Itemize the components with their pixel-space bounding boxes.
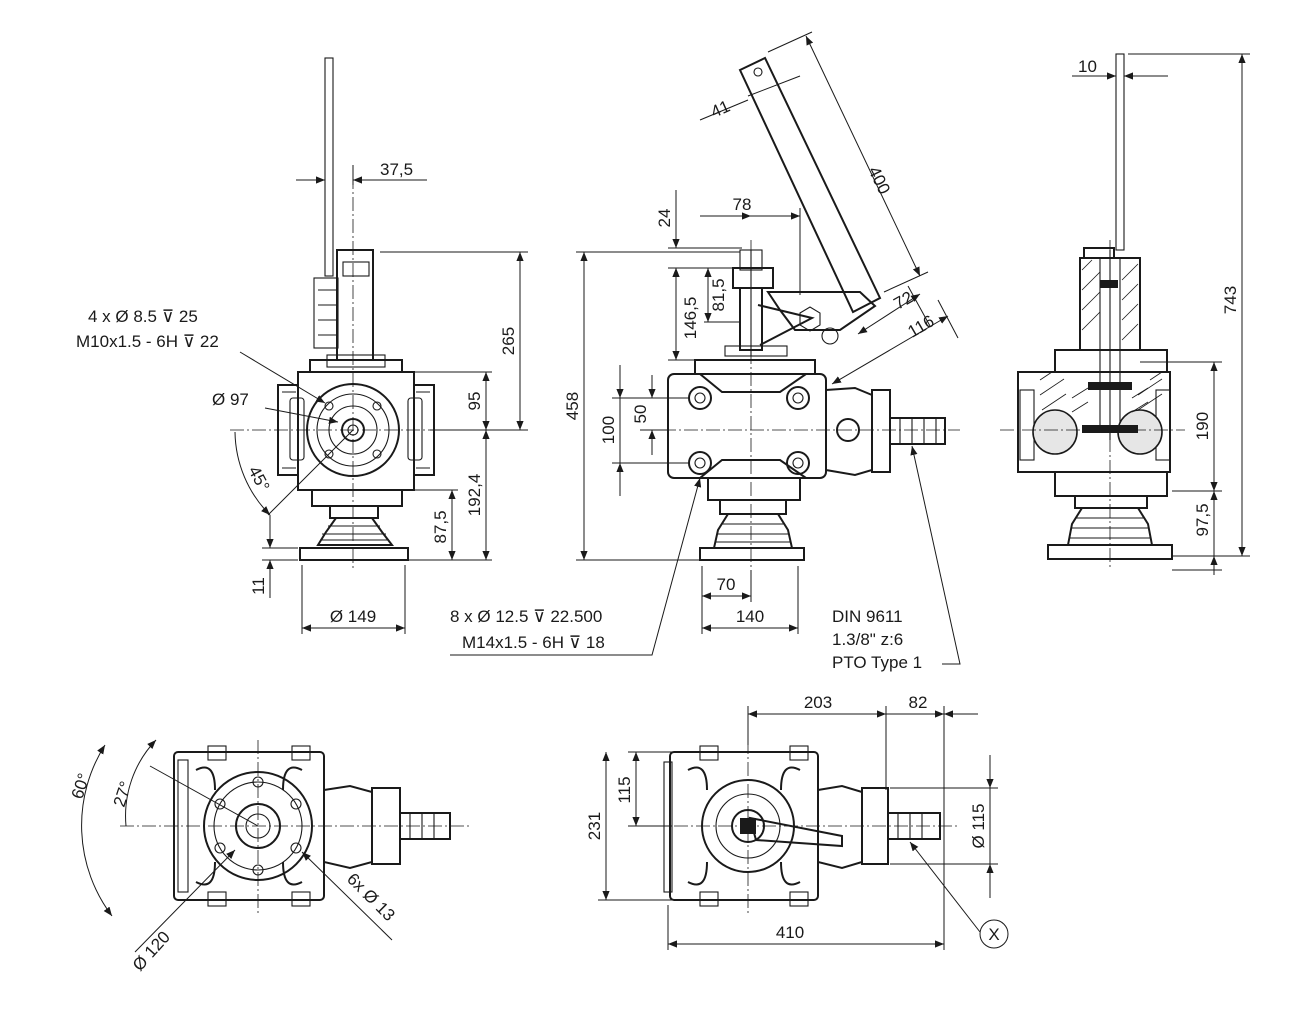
dim-203: 203 <box>804 693 832 712</box>
note-holes-front-2: M14x1.5 - 6H ⊽ 18 <box>462 633 605 652</box>
dim-149: Ø 149 <box>330 607 376 626</box>
note-holes-top-2: M10x1.5 - 6H ⊽ 22 <box>76 332 219 351</box>
note-holes-front-1: 8 x Ø 12.5 ⊽ 22.500 <box>450 607 602 626</box>
dim-458: 458 <box>563 392 582 420</box>
bottom-view-left: 60° 27° Ø 120 6x Ø 13 <box>68 739 470 975</box>
dim-146-5: 146,5 <box>681 297 700 340</box>
note-holes-top-1: 4 x Ø 8.5 ⊽ 25 <box>88 307 198 326</box>
dim-190: 190 <box>1193 412 1212 440</box>
dim-50: 50 <box>631 405 650 424</box>
angle-27: 27° <box>110 779 136 809</box>
front-view-center: 24 78 41 400 146,5 81,5 458 100 <box>450 31 961 672</box>
dim-192-4: 192,4 <box>465 474 484 517</box>
dim-97: Ø 97 <box>212 390 249 409</box>
dim-115-vertical: 115 <box>615 776 634 803</box>
dim-87-5: 87,5 <box>431 510 450 543</box>
note-pto-2: 1.3/8" z:6 <box>832 630 903 649</box>
dim-95: 95 <box>465 392 484 411</box>
dim-140: 140 <box>736 607 764 626</box>
dim-265: 265 <box>499 327 518 355</box>
note-pto-1: DIN 9611 <box>832 607 903 626</box>
dim-100: 100 <box>599 416 618 444</box>
dim-37-5: 37,5 <box>380 160 413 179</box>
dim-70: 70 <box>717 575 736 594</box>
dim-78: 78 <box>733 195 752 214</box>
dim-400: 400 <box>864 163 894 197</box>
dim-743: 743 <box>1221 286 1240 314</box>
dim-10: 10 <box>1078 57 1097 76</box>
dim-115-diameter: Ø 115 <box>969 803 988 848</box>
dim-72: 72 <box>891 288 917 314</box>
dim-97-5: 97,5 <box>1193 503 1212 536</box>
note-pto-3: PTO Type 1 <box>832 653 922 672</box>
dim-410: 410 <box>776 923 804 942</box>
dim-24: 24 <box>655 209 674 228</box>
dim-82: 82 <box>909 693 928 712</box>
side-view-left: 37,5 265 95 192,4 87,5 11 Ø 149 Ø 97 <box>76 57 528 634</box>
note-6x-13: 6x Ø 13 <box>343 869 399 925</box>
dim-231: 231 <box>585 812 604 840</box>
angle-45: 45° <box>244 463 273 495</box>
bottom-view-center: 203 82 115 231 Ø 115 410 X <box>585 693 1009 950</box>
dim-11: 11 <box>249 577 268 595</box>
balloon-x: X <box>988 925 999 944</box>
dim-41: 41 <box>708 97 733 122</box>
dim-81-5: 81,5 <box>709 278 728 311</box>
dim-116: 116 <box>905 311 938 341</box>
section-view-right: 10 743 190 97,5 <box>1000 53 1250 575</box>
